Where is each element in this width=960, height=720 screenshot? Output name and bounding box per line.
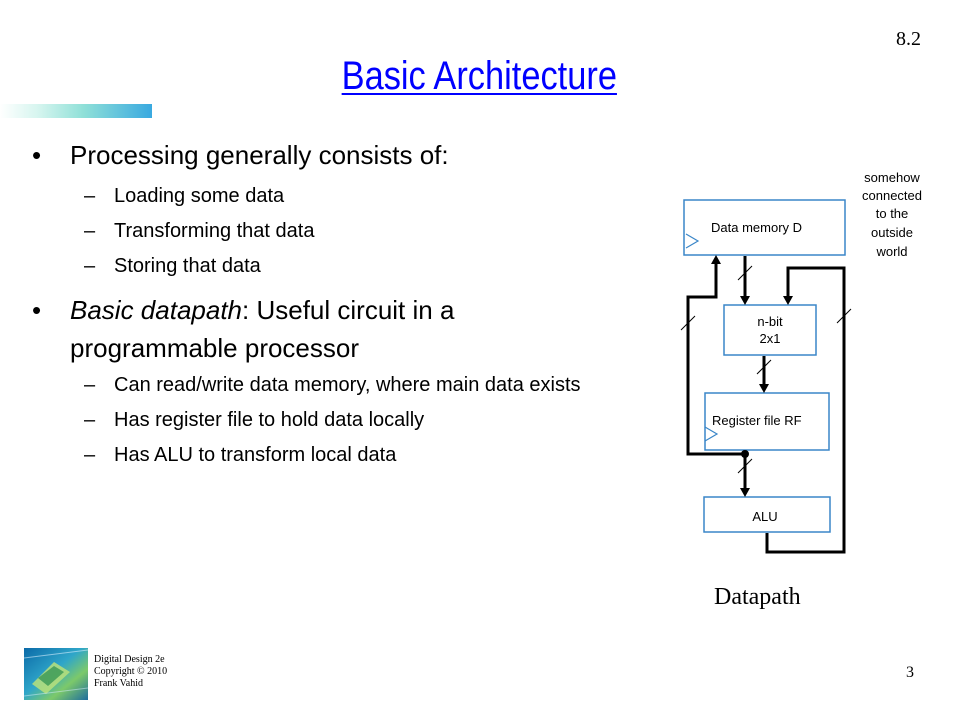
page-number: 3 bbox=[906, 664, 914, 681]
mux-label-line2: 2x1 bbox=[760, 331, 781, 346]
bullet-item: • Basic datapath: Useful circuit in a pr… bbox=[32, 295, 455, 363]
sub-bullet-item: – Loading some data bbox=[84, 185, 285, 207]
data-memory-box bbox=[683, 199, 846, 256]
alu-label: ALU bbox=[752, 509, 777, 524]
alu-box bbox=[703, 496, 831, 533]
outside-world-note: somehow connected to the outside world bbox=[862, 170, 922, 259]
note-line: connected bbox=[862, 188, 922, 203]
sub-bullet-text: Has register file to hold data locally bbox=[114, 409, 425, 431]
bullet-text: : Useful circuit in a programmable proce… bbox=[70, 295, 455, 363]
accent-bar bbox=[0, 104, 152, 118]
book-logo bbox=[24, 648, 88, 700]
sub-bullet-item: – Storing that data bbox=[84, 255, 261, 277]
bullet-list: • Processing generally consists of: – Lo… bbox=[32, 136, 622, 468]
note-line: somehow bbox=[864, 170, 920, 185]
sub-bullet-text: Storing that data bbox=[114, 255, 261, 277]
note-line: to the bbox=[876, 206, 909, 221]
bullet-item: • Processing generally consists of: bbox=[32, 140, 449, 170]
data-memory-label: Data memory D bbox=[711, 220, 802, 235]
sub-bullet-item: – Has register file to hold data locally bbox=[84, 409, 425, 431]
sub-bullet-item: – Can read/write data memory, where main… bbox=[84, 374, 581, 396]
clock-icon bbox=[704, 426, 719, 442]
sub-bullet-item: – Has ALU to transform local data bbox=[84, 444, 397, 466]
diagram-caption: Datapath bbox=[714, 584, 801, 610]
arrowheads bbox=[711, 255, 793, 497]
bullet-text: Processing generally consists of: bbox=[70, 140, 449, 170]
register-file-label: Register file RF bbox=[712, 413, 802, 428]
wire-junction bbox=[741, 450, 749, 458]
footer-copyright: Digital Design 2e Copyright © 2010 Frank… bbox=[94, 654, 168, 689]
section-number: 8.2 bbox=[896, 28, 921, 50]
note-line: outside bbox=[871, 225, 913, 240]
mux-label-line1: n-bit bbox=[757, 314, 783, 329]
bus-width-marks bbox=[680, 265, 852, 474]
register-file-box bbox=[704, 392, 830, 451]
datapath-diagram: Data memory D n-bit 2x1 Register file RF… bbox=[680, 170, 922, 610]
bullet-italic-text: Basic datapath bbox=[70, 295, 243, 325]
sub-bullet-text: Can read/write data memory, where main d… bbox=[114, 374, 581, 396]
sub-bullet-item: – Transforming that data bbox=[84, 220, 315, 242]
sub-bullet-text: Loading some data bbox=[114, 185, 285, 207]
slide-title: Basic Architecture bbox=[341, 54, 617, 98]
sub-bullet-text: Transforming that data bbox=[114, 220, 315, 242]
sub-bullet-text: Has ALU to transform local data bbox=[114, 444, 397, 466]
clock-icon bbox=[685, 233, 700, 249]
note-line: world bbox=[875, 244, 907, 259]
mux-box bbox=[723, 304, 817, 356]
